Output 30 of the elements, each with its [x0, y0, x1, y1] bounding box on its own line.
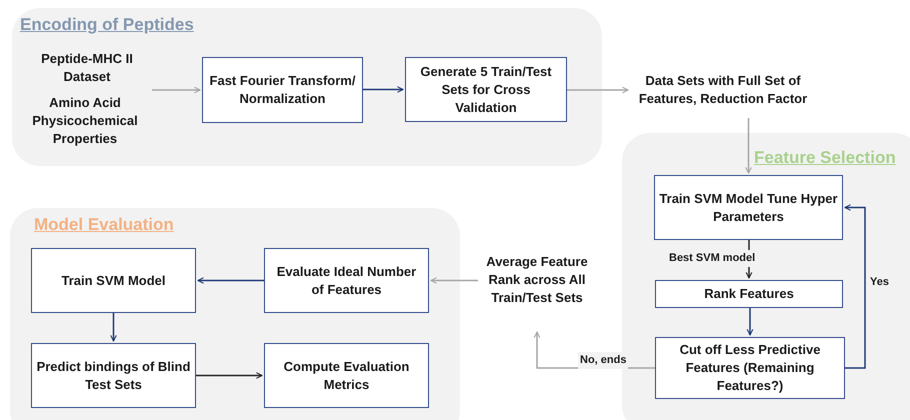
section-heading: Feature Selection: [754, 147, 896, 169]
arrow: [196, 372, 263, 379]
arrow: [745, 118, 752, 174]
edge-label: Best SVM model: [667, 250, 758, 266]
process-box: Predict bindings of Blind Test Sets: [31, 343, 196, 408]
process-box: Train SVM Model: [31, 248, 196, 313]
data-label: Peptide-MHC II Dataset: [22, 46, 152, 90]
section-heading: Encoding of Peptides: [20, 14, 194, 36]
arrow: [746, 308, 754, 336]
process-box: Rank Features: [655, 280, 843, 308]
arrow: [152, 86, 201, 94]
arrow: [567, 86, 629, 94]
arrow: [197, 277, 264, 284]
process-box: Cut off Less Predictive Features (Remaining Features?): [655, 337, 845, 399]
process-box: Generate 5 Train/Test Sets for Cross Validation: [405, 57, 567, 122]
data-label: Data Sets with Full Set of Features, Reduction Factor: [630, 62, 816, 118]
edge-label: No, ends: [578, 352, 628, 368]
arrow: [110, 313, 117, 342]
arrow: [363, 86, 404, 93]
process-box: Evaluate Ideal Number of Features: [264, 248, 429, 313]
section-heading: Model Evaluation: [34, 214, 174, 236]
arrow: [844, 204, 866, 369]
data-label: Amino Acid Physicochemical Properties: [18, 90, 152, 152]
process-box: Fast Fourier Transform/ Normalization: [202, 57, 363, 123]
process-box: Train SVM Model Tune Hyper Parameters: [654, 175, 843, 240]
data-label: Average Feature Rank across All Train/Test Sets: [478, 230, 596, 330]
group-panel: [12, 8, 602, 166]
arrow: [430, 277, 478, 284]
process-box: Compute Evaluation Metrics: [264, 343, 429, 408]
group-panel: [10, 208, 460, 420]
